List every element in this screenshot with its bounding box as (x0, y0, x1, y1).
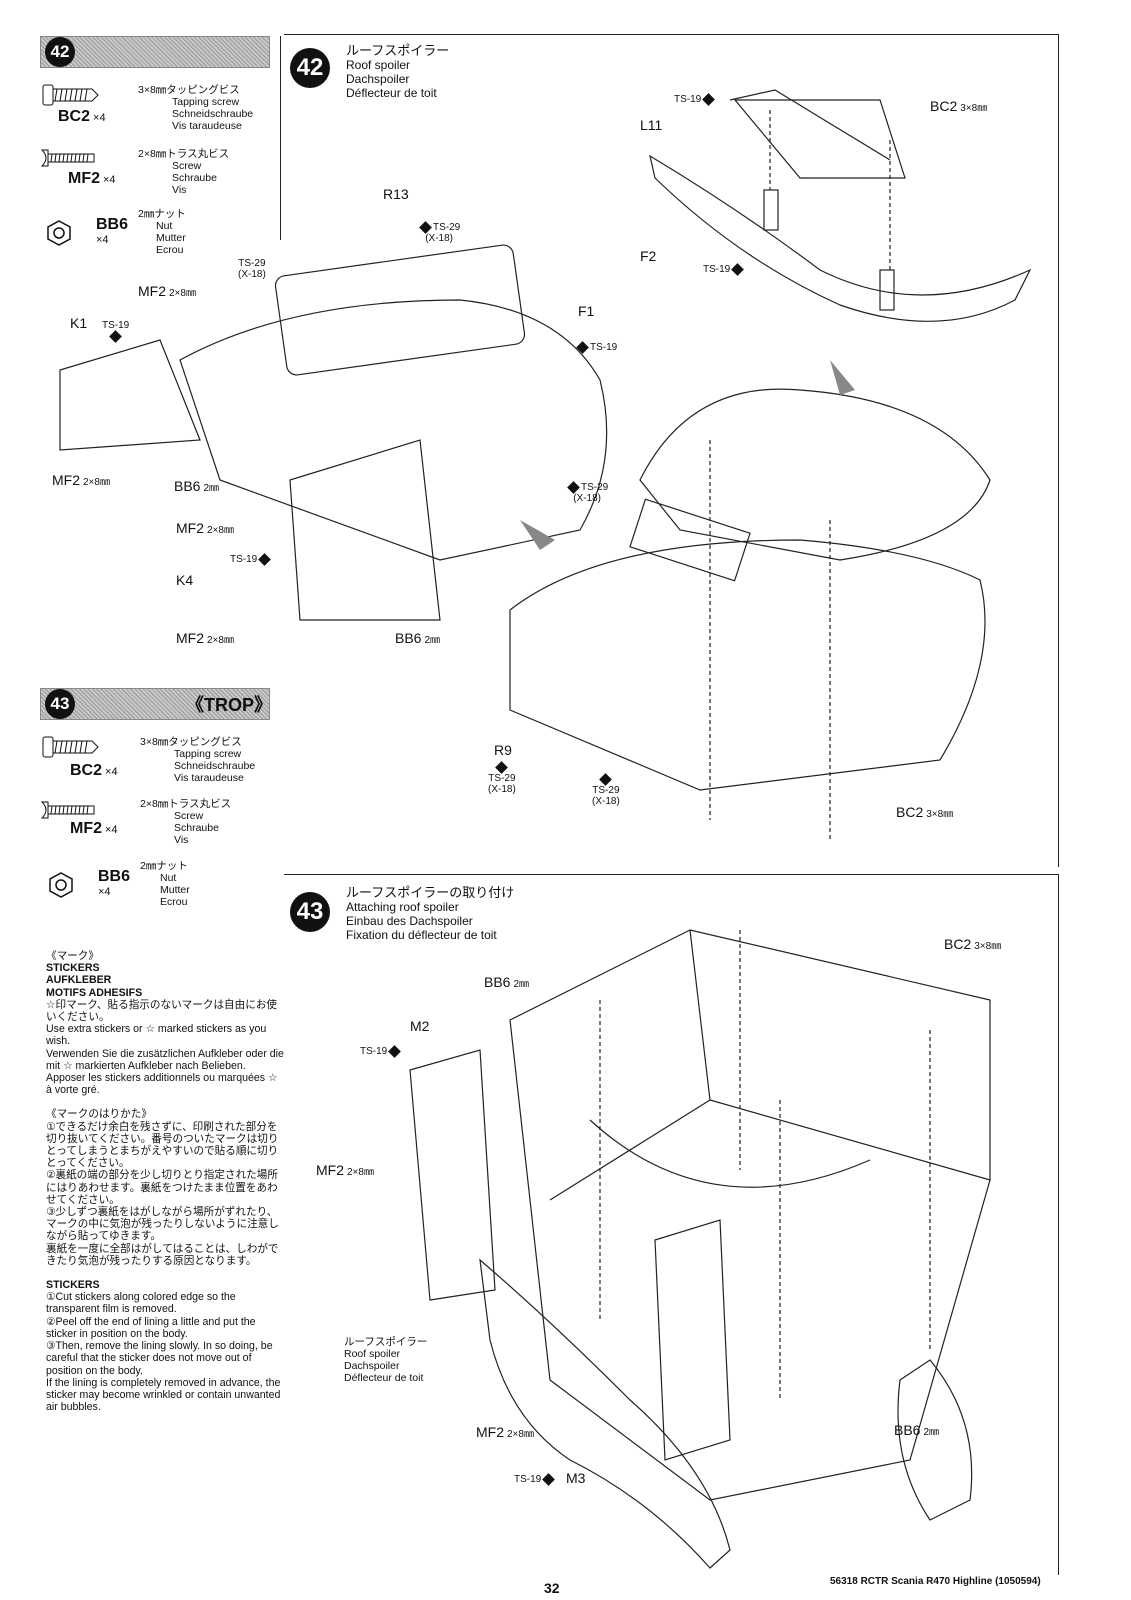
paint-callout-ts19-k4: TS-19 (230, 552, 272, 566)
step42-part-mf2: MF2×4 (68, 170, 116, 187)
paint-callout-ts19-l11: TS-19 (674, 92, 716, 106)
step42-label-r13: R13 (383, 186, 409, 202)
page-number: 32 (544, 1580, 560, 1596)
step43-parts-header (40, 688, 270, 720)
truss-screw-icon (40, 149, 95, 167)
step43-title: ルーフスポイラーの取り付け Attaching roof spoiler Ein… (346, 885, 515, 943)
step43-frame (284, 874, 1059, 1575)
step42-part-mf2-desc: 2×8㎜トラス丸ビス Screw Schraube Vis (138, 148, 230, 196)
sticker-instructions: 《マーク》 STICKERS AUFKLEBER MOTIFS ADHESIFS… (46, 950, 284, 1414)
step43-label-m2: M2 (410, 1018, 430, 1034)
hex-nut-icon (49, 872, 73, 898)
step43-part-mf2-desc: 2×8㎜トラス丸ビス Screw Schraube Vis (140, 798, 232, 846)
step42-badge: 42 (290, 48, 330, 88)
step42-label-f1: F1 (578, 303, 595, 319)
step42-part-bb6: BB6 (96, 216, 129, 233)
step43-illustration (409, 929, 991, 1569)
truss-screw-icon (40, 801, 95, 819)
paint-callout-ts29-r9: TS-29(X-18) (488, 760, 516, 795)
step43-trop-label: 《TROP》 (186, 695, 273, 715)
step42-illustration (59, 89, 1032, 840)
paint-callout-ts19-k1: TS-19 (102, 320, 129, 343)
paint-callout-ts29-c: TS-29(X-18) (592, 772, 620, 807)
tapping-screw-icon (42, 736, 99, 758)
sidebar-divider (280, 36, 281, 240)
step42-label-f2: F2 (640, 248, 657, 264)
paint-callout-ts29-a: TS-29(X-18) (238, 258, 266, 280)
hex-nut-icon (47, 220, 71, 246)
tapping-screw-icon (42, 84, 99, 106)
step43-part-bb6-desc: 2㎜ナット Nut Mutter Ecrou (140, 860, 190, 908)
step42-part-bc2: BC2×4 (58, 108, 106, 125)
step43-badge: 43 (290, 892, 330, 932)
paint-callout-ts29-r13: TS-29(X-18) (418, 220, 460, 244)
step43-part-bb6-qty: ×4 (98, 886, 111, 898)
step42-part-bc2-desc: 3×8㎜タッピングビス Tapping screw Schneidschraub… (138, 84, 254, 132)
paint-callout-ts19-f1: TS-19 (575, 340, 617, 354)
step43-part-mf2: MF2×4 (70, 820, 118, 837)
step42-label-l11: L11 (640, 117, 663, 133)
step43-part-bb6: BB6 (98, 868, 131, 885)
paint-callout-ts19-f2: TS-19 (703, 262, 745, 276)
footer-model-title: 56318 RCTR Scania R470 Highline (1050594… (830, 1576, 1041, 1587)
step42-label-r9: R9 (494, 742, 512, 758)
paint-callout-ts19-m3: TS-19 (514, 1472, 556, 1486)
step43-parts-badge: 43 (45, 689, 75, 719)
step43-part-bc2: BC2×4 (70, 762, 118, 779)
step42-part-bb6-desc: 2㎜ナット Nut Mutter Ecrou (138, 208, 186, 256)
step43-label-roof-spoiler: ルーフスポイラー Roof spoiler Dachspoiler Déflec… (344, 1336, 428, 1384)
step42-part-bb6-qty: ×4 (96, 234, 109, 246)
step42-title: ルーフスポイラー Roof spoiler Dachspoiler Déflec… (346, 43, 450, 101)
step42-parts-header (40, 36, 270, 68)
step42-parts-badge: 42 (45, 37, 75, 67)
step43-part-bc2-desc: 3×8㎜タッピングビス Tapping screw Schneidschraub… (140, 736, 256, 784)
step42-frame (284, 34, 1059, 867)
step42-label-k1: K1 (70, 315, 88, 331)
step43-label-m3: M3 (566, 1470, 586, 1486)
paint-callout-ts29-b: TS-29(X-18) (566, 480, 608, 504)
step42-label-k4: K4 (176, 572, 194, 588)
paint-callout-ts19-m2: TS-19 (360, 1044, 402, 1058)
